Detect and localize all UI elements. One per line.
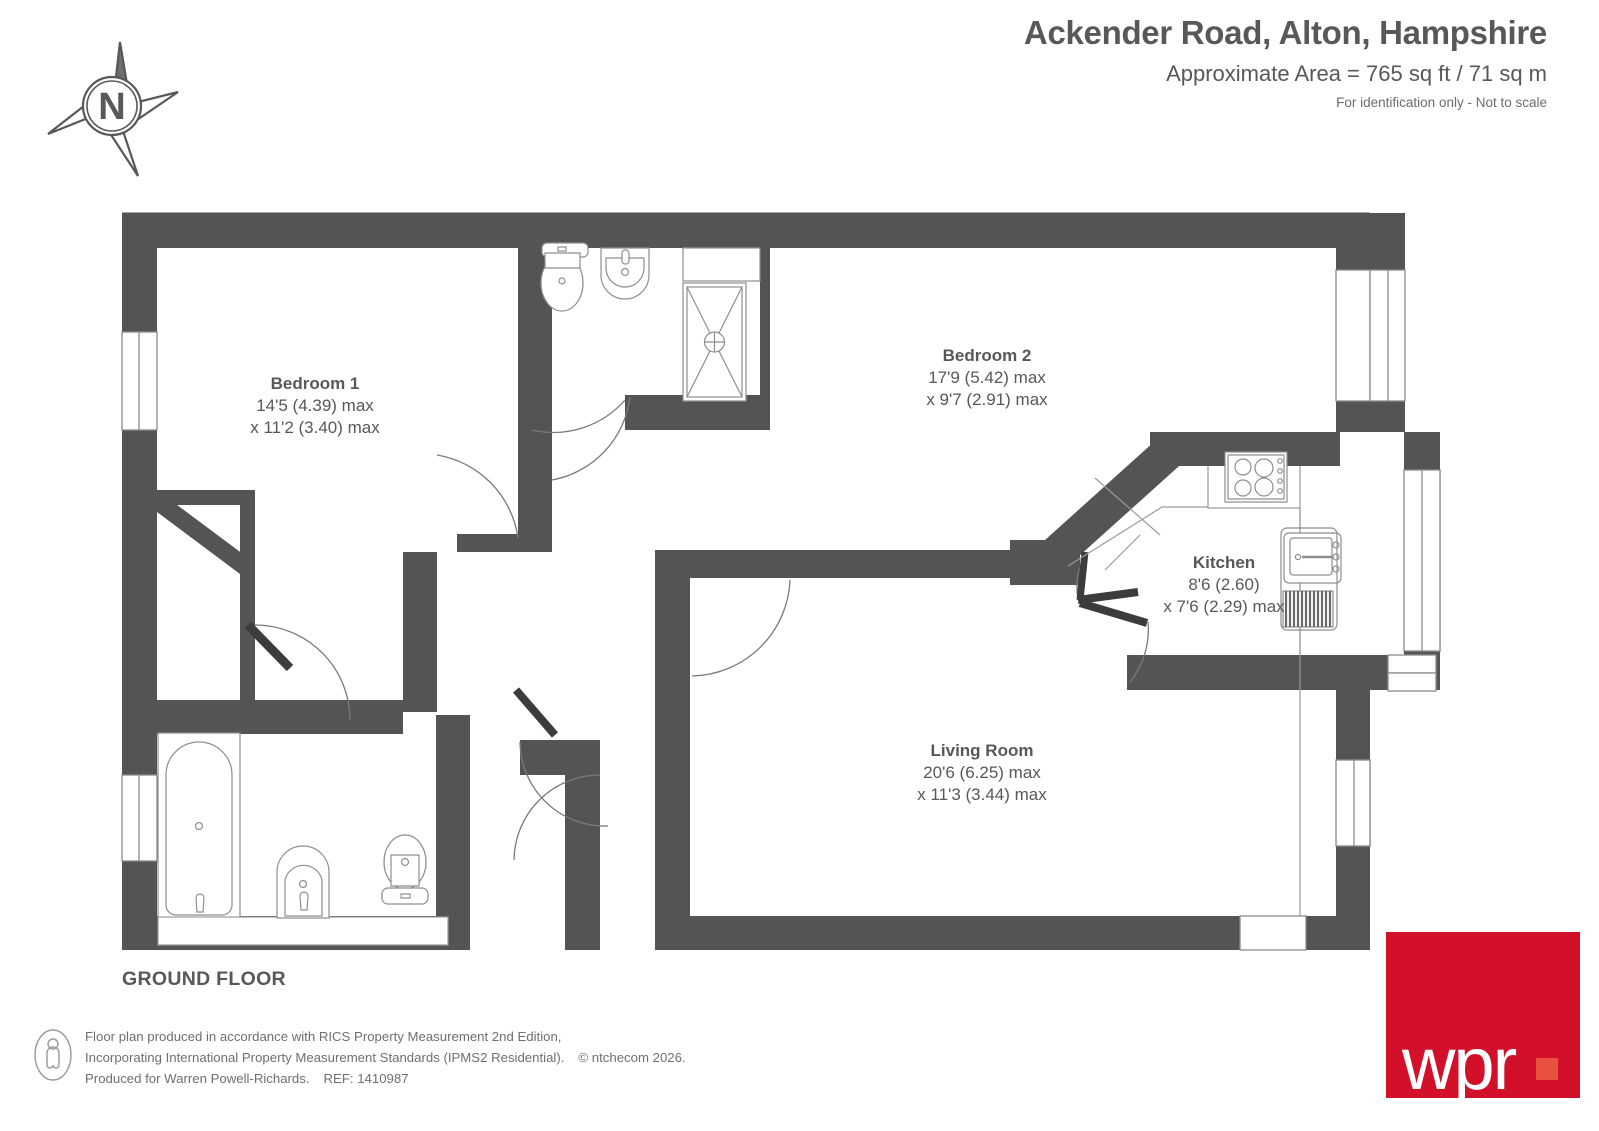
window-bedroom1-left: [121, 331, 158, 431]
wpr-logo[interactable]: wpr: [1386, 932, 1580, 1105]
footer-line-2-row: Incorporating International Property Mea…: [85, 1048, 686, 1069]
door-leaf-kitchen-b: [1076, 551, 1089, 601]
door-arc-living: [691, 579, 791, 677]
door-arc-kitchen-a: [1076, 555, 1086, 599]
door-leaf-bedroom1: [244, 621, 294, 672]
window-living-bottom: [1239, 915, 1307, 951]
floor-caption: GROUND FLOOR: [122, 968, 286, 990]
room-dim1-living-room: 20'6 (6.25) max: [923, 762, 1041, 782]
door-leaf-bathroom: [512, 687, 559, 738]
footer-line-3-row: Produced for Warren Powell-Richards. REF:…: [85, 1069, 686, 1090]
room-name-bedroom1: Bedroom 1: [270, 374, 360, 393]
footer-line-1: Floor plan produced in accordance with R…: [85, 1029, 562, 1044]
window-bedroom2-b: [1369, 269, 1406, 402]
hob-kitchen-icon: [1224, 451, 1288, 503]
room-dim2-kitchen: x 7'6 (2.29) max: [1163, 596, 1285, 616]
wc-bathroom-icon: [381, 834, 429, 905]
ensuite-fixtures: [540, 242, 761, 402]
room-dim2-bedroom2: x 9'7 (2.91) max: [926, 389, 1048, 409]
wpr-logo-dot: [1536, 1058, 1558, 1080]
room-label-living-room: Living Room 20'6 (6.25) max x 11'3 (3.44…: [880, 740, 1084, 805]
footer-line-3: Produced for Warren Powell-Richards.: [85, 1070, 310, 1086]
door-arc-kitchen-b: [1129, 621, 1149, 683]
room-label-bedroom1: Bedroom 1 14'5 (4.39) max x 11'2 (3.40) …: [213, 373, 417, 438]
compass-rose: N: [42, 34, 182, 179]
wpr-logo-text: wpr: [1402, 1022, 1517, 1105]
door-arc-bathroom: [519, 741, 609, 827]
basin-ensuite-icon: [600, 247, 650, 300]
footer: Floor plan produced in accordance with R…: [33, 1027, 686, 1090]
identification-disclaimer: For identification only - Not to scale: [1336, 94, 1547, 110]
door-arc-ensuite: [531, 399, 626, 434]
compass-north-icon: N: [47, 41, 179, 177]
door-arc-wc: [513, 774, 601, 861]
room-dim1-bedroom1: 14'5 (4.39) max: [256, 395, 374, 415]
window-bathroom-left: [121, 774, 158, 862]
window-kitchen-notch-a: [1387, 654, 1437, 674]
room-name-bedroom2: Bedroom 2: [942, 346, 1032, 365]
footer-copyright: © ntchecom 2026.: [578, 1049, 686, 1065]
room-label-bedroom2: Bedroom 2 17'9 (5.42) max x 9'7 (2.91) m…: [885, 345, 1089, 410]
window-living-right-a: [1335, 759, 1371, 847]
window-kitchen-right-b: [1421, 469, 1441, 652]
room-name-kitchen: Kitchen: [1192, 553, 1256, 572]
approximate-area: Approximate Area = 765 sq ft / 71 sq m: [1166, 60, 1547, 86]
room-dim2-bedroom1: x 11'2 (3.40) max: [250, 417, 380, 437]
wc-ensuite-icon: [540, 242, 589, 312]
room-label-kitchen: Kitchen 8'6 (2.60) x 7'6 (2.29) max: [1122, 552, 1326, 617]
window-bedroom2-a: [1335, 269, 1371, 402]
room-name-living-room: Living Room: [930, 741, 1034, 760]
basin-bathroom-icon: [276, 845, 330, 919]
shower-tray-ensuite-icon: [682, 282, 747, 402]
footer-line-2: Incorporating International Property Mea…: [85, 1049, 565, 1065]
window-kitchen-right-a: [1403, 469, 1441, 652]
person-measurement-icon: [34, 1029, 72, 1081]
footer-reference: REF: 1410987: [323, 1070, 409, 1086]
bathroom-fixtures: [157, 732, 449, 946]
door-arc-hall-bedroom1: [436, 454, 519, 539]
door-arc-ensuite2: [551, 396, 631, 481]
room-dim2-living-room: x 11'3 (3.44) max: [917, 784, 1047, 804]
page-title: Ackender Road, Alton, Hampshire: [1023, 14, 1547, 51]
room-dim1-bedroom2: 17'9 (5.42) max: [928, 367, 1046, 387]
compass-north-letter: N: [98, 86, 125, 128]
plan-header: Ackender Road, Alton, Hampshire Approxim…: [1024, 14, 1547, 110]
window-living-right-b: [1353, 759, 1371, 847]
bath-tub-icon: [157, 732, 241, 919]
window-kitchen-notch-b: [1387, 672, 1437, 692]
kitchen-fixtures: [1067, 451, 1342, 916]
footer-text-block: Floor plan produced in accordance with R…: [85, 1027, 686, 1090]
room-dim1-kitchen: 8'6 (2.60): [1188, 574, 1260, 594]
door-arc-bedroom1: [254, 624, 351, 721]
